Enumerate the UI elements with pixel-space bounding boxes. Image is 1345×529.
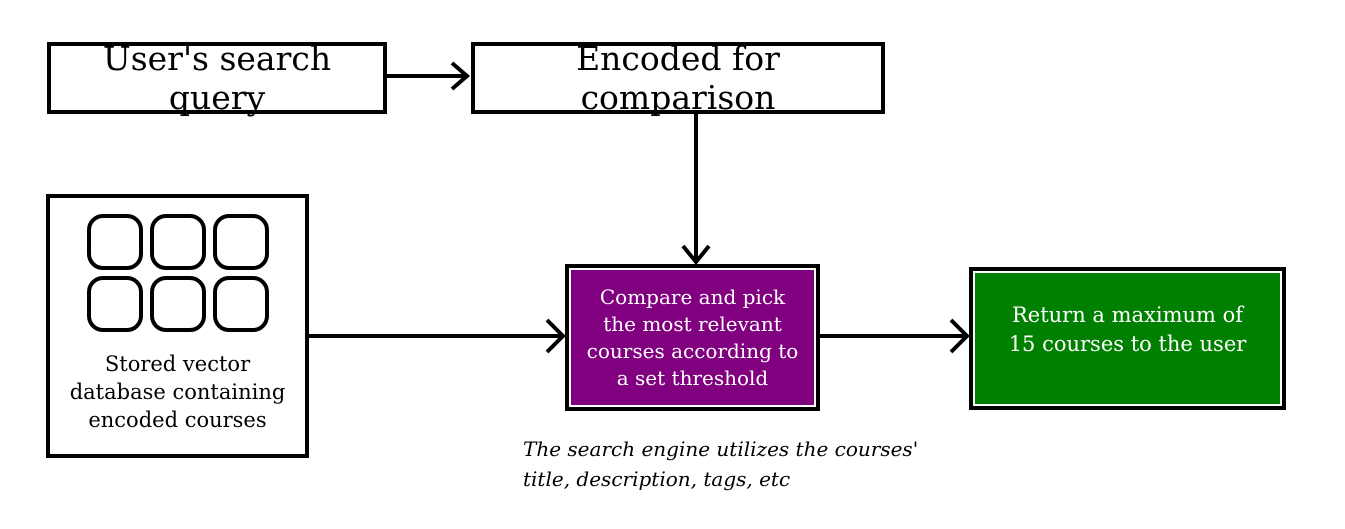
result-node: Return a maximum of 15 courses to the us…: [969, 267, 1286, 410]
compare-label: Compare and pick the most relevant cours…: [586, 284, 799, 390]
vector-cell: [212, 276, 269, 332]
search-engine-note: The search engine utilizes the courses' …: [523, 437, 919, 491]
vector-database-label: Stored vector database containing encode…: [69, 352, 286, 432]
encoding-label: Encoded for comparison: [576, 39, 780, 117]
result-label: Return a maximum of 15 courses to the us…: [1008, 302, 1247, 356]
arrow-database-to-compare: [309, 318, 566, 354]
vector-cell: [149, 214, 206, 270]
arrow-query-to-encoded: [387, 61, 471, 91]
compare-node: Compare and pick the most relevant cours…: [565, 264, 820, 411]
vector-grid-icon: [86, 214, 269, 332]
encoding-node: Encoded for comparison: [471, 39, 885, 117]
vector-database-node: Stored vector database containing encode…: [46, 194, 309, 458]
search-query-label: User's search query: [102, 39, 332, 117]
arrow-encoded-to-compare: [681, 114, 711, 266]
arrow-compare-to-result: [820, 318, 970, 354]
vector-cell: [212, 214, 269, 270]
vector-cell: [86, 214, 143, 270]
vector-cell: [86, 276, 143, 332]
search-query-node: User's search query: [47, 39, 387, 117]
vector-cell: [149, 276, 206, 332]
